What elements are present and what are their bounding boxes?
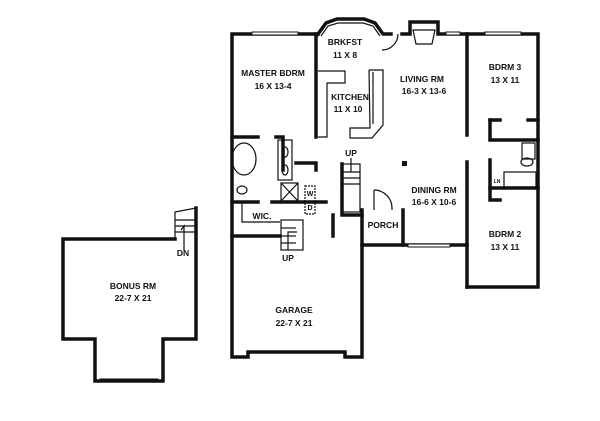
stairs-down-label: DN — [177, 248, 189, 258]
master-bedroom-size: 16 X 13-4 — [255, 81, 292, 91]
linen-label: LN — [494, 179, 501, 185]
dining-room-size: 16-6 X 10-6 — [412, 197, 457, 207]
bonus-room-size: 22-7 X 21 — [115, 293, 152, 303]
fireplace — [412, 29, 436, 45]
stairs-up-garage-label: UP — [282, 253, 294, 263]
garage-label: GARAGE — [275, 305, 313, 315]
bedroom-3-label: BDRM 3 — [489, 62, 522, 72]
wic-label: WIC. — [253, 211, 272, 221]
bonus-room-label: BONUS RM — [110, 281, 156, 291]
bonus-room-walls — [61, 206, 198, 383]
hall-bath-fixtures — [503, 142, 537, 188]
bay-window — [320, 22, 381, 37]
breakfast-label: BRKFST — [328, 37, 363, 47]
living-room-label: LIVING RM — [400, 74, 444, 84]
stairs-up-main-label: UP — [345, 148, 357, 158]
washer-dryer — [304, 185, 316, 215]
column — [402, 161, 407, 166]
living-room-size: 16-3 X 13-6 — [402, 86, 447, 96]
garage-size: 22-7 X 21 — [276, 318, 313, 328]
stairs-garage — [280, 219, 304, 251]
interior-walls — [230, 32, 540, 289]
master-bedroom-label: MASTER BDRM — [241, 68, 305, 78]
porch-door — [373, 33, 399, 210]
porch-label: PORCH — [368, 220, 399, 230]
stairs-main — [341, 158, 361, 213]
bedroom-3-size: 13 X 11 — [491, 75, 520, 85]
breakfast-size: 11 X 8 — [333, 50, 357, 60]
kitchen-label: KITCHEN — [331, 92, 369, 102]
dryer-label: D — [307, 205, 312, 212]
master-bath-fixtures — [231, 139, 299, 223]
washer-label: W — [307, 191, 314, 198]
bedroom-2-size: 13 X 11 — [491, 242, 520, 252]
kitchen-counters — [318, 69, 384, 139]
bedroom-2-label: BDRM 2 — [489, 229, 522, 239]
dining-room-label: DINING RM — [411, 185, 456, 195]
kitchen-size: 11 X 10 — [334, 104, 363, 114]
